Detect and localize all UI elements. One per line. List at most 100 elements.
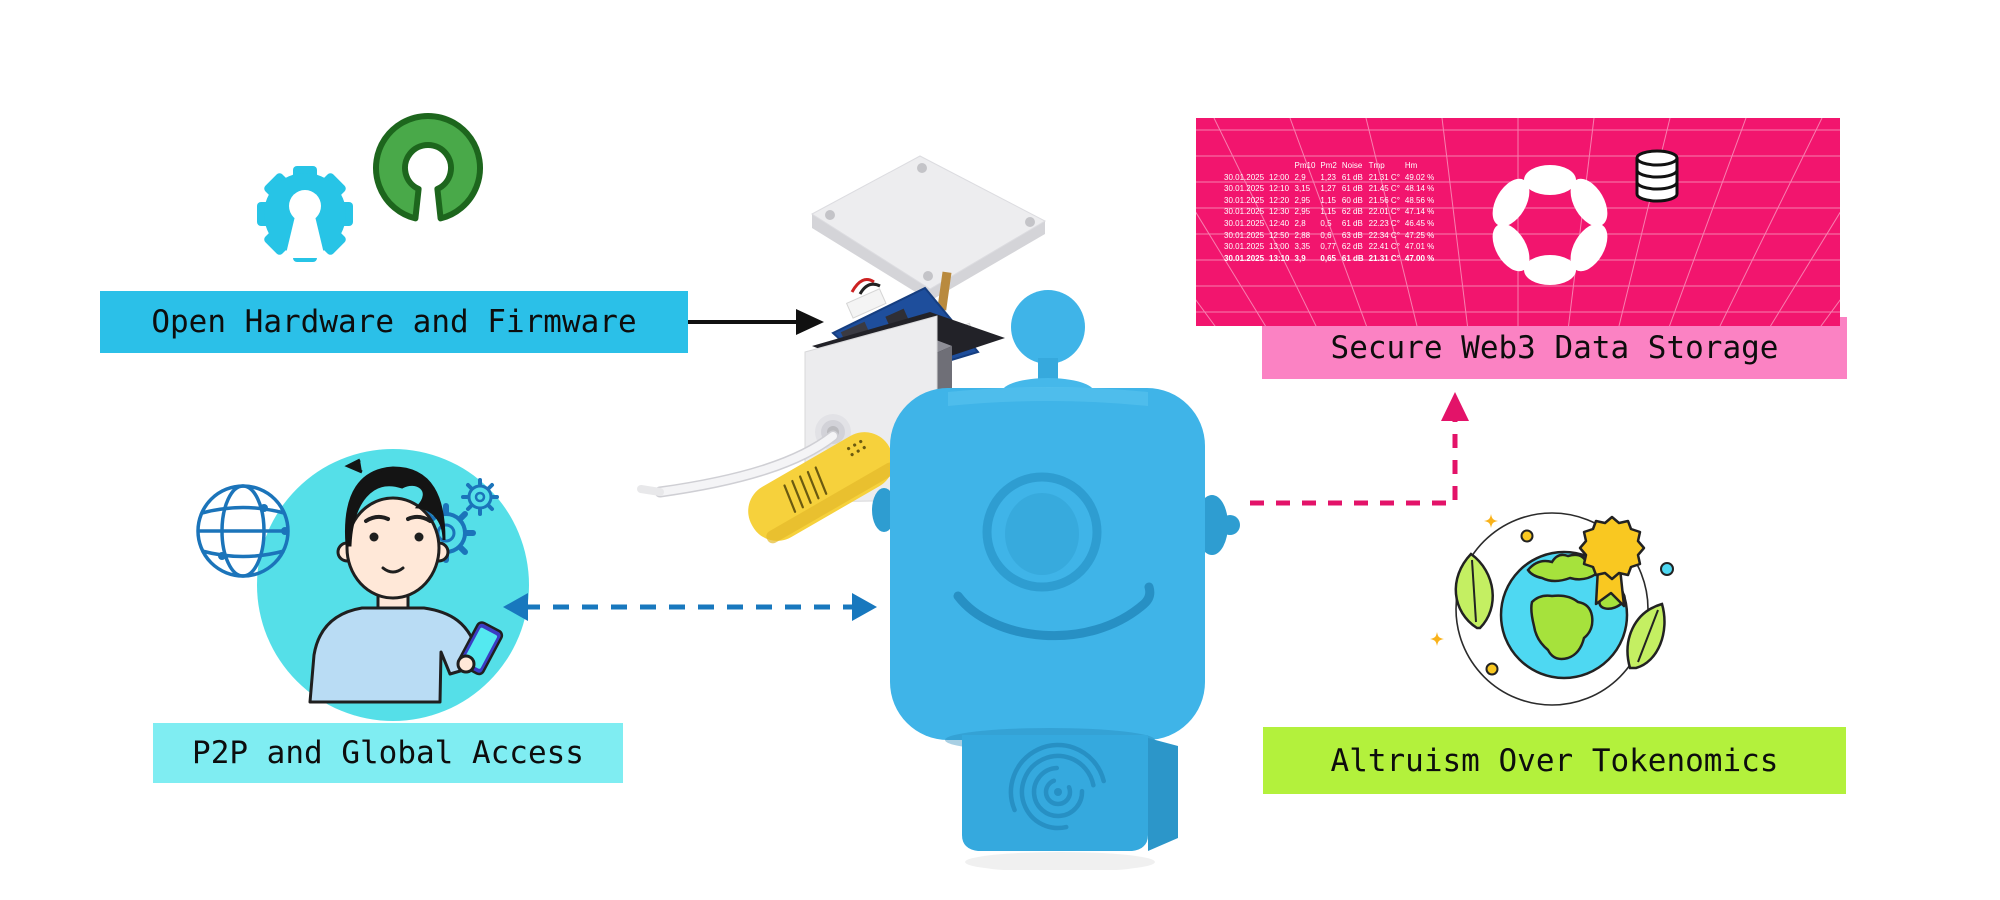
table-cell: 60 dB <box>1341 195 1363 205</box>
open-hardware-label-text: Open Hardware and Firmware <box>151 304 637 340</box>
p2p-access-label: P2P and Global Access <box>153 723 623 783</box>
table-cell: 47.25 % <box>1404 230 1435 240</box>
table-cell: 3,35 <box>1294 242 1311 252</box>
person-with-phone-illustration <box>196 449 529 721</box>
globe-icon <box>196 484 290 578</box>
enclosure-lid <box>811 155 1047 301</box>
table-cell: 13:10 <box>1269 253 1290 263</box>
altruism-label-text: Altruism Over Tokenomics <box>1330 742 1779 779</box>
table-cell: 47.00 % <box>1404 253 1435 263</box>
table-cell: 48.14 % <box>1404 184 1435 194</box>
table-cell: 30.01.2025 <box>1224 230 1265 240</box>
table-row: 30.01.2025 12:10 3,15 1,27 61 dB 21.45 C° 48.1… <box>1224 183 1439 195</box>
table-cell: 30.01.2025 <box>1224 184 1265 194</box>
table-cell: 46.45 % <box>1404 218 1435 228</box>
table-cell: 2,9 <box>1294 172 1306 182</box>
table-cell: 12:10 <box>1269 184 1290 194</box>
table-cell: 61 dB <box>1341 218 1363 228</box>
table-cell: 61 dB <box>1341 253 1364 263</box>
sensor-table-body: 30.01.2025 12:00 2,9 1,23 61 dB 21.31 C° 49.02… <box>1224 172 1439 265</box>
table-row: 30.01.2025 12:30 2,95 1,15 62 dB 22.01 C° 47.1… <box>1224 206 1439 218</box>
table-cell: 22.41 C° <box>1368 242 1400 252</box>
table-cell: 3,9 <box>1294 253 1306 263</box>
earth-illustration <box>1430 512 1674 706</box>
table-cell: 12:50 <box>1269 230 1290 240</box>
table-header-cell: Tmp <box>1368 161 1385 170</box>
cyan-dot <box>1660 562 1674 576</box>
table-header-cell <box>1224 160 1269 172</box>
sparkle-icon <box>1430 514 1498 646</box>
table-cell: 61 dB <box>1341 172 1363 182</box>
robot-speaker <box>1008 742 1108 842</box>
gear-icon <box>257 166 353 262</box>
table-cell: 47.14 % <box>1404 207 1435 217</box>
table-cell: 2,88 <box>1294 230 1311 240</box>
web3-storage-label-text: Secure Web3 Data Storage <box>1330 330 1779 366</box>
polkadot-logo-icon <box>1492 165 1608 285</box>
table-row: 30.01.2025 13:00 3,35 0,77 62 dB 22.41 C° 47.0… <box>1224 241 1439 253</box>
database-icon <box>1635 149 1679 203</box>
orbit-dot <box>1520 529 1534 543</box>
open-hardware-icons <box>257 113 483 262</box>
perspective-grid <box>1196 118 1840 326</box>
table-cell: 2,95 <box>1294 195 1311 205</box>
cable <box>637 430 839 498</box>
table-cell: 12:20 <box>1269 195 1290 205</box>
table-cell: 30.01.2025 <box>1224 218 1265 228</box>
table-cell: 30.01.2025 <box>1224 242 1265 252</box>
robot-head <box>890 388 1205 740</box>
table-cell: 30.01.2025 <box>1224 253 1265 263</box>
person-figure <box>308 458 504 704</box>
table-cell: 1,15 <box>1320 195 1336 205</box>
table-cell: 49.02 % <box>1404 172 1435 182</box>
table-cell: 62 dB <box>1341 242 1363 252</box>
table-row: 30.01.2025 12:50 2,88 0,6 63 dB 22.34 C° 47.25… <box>1224 230 1439 242</box>
table-cell: 61 dB <box>1341 184 1363 194</box>
table-cell: 22.23 C° <box>1368 218 1400 228</box>
table-cell: 1,27 <box>1320 184 1336 194</box>
table-cell: 1,23 <box>1320 172 1336 182</box>
table-header-cell: Noise <box>1341 161 1363 170</box>
table-cell: 63 dB <box>1341 230 1363 240</box>
table-cell: 0,5 <box>1320 218 1332 228</box>
table-cell: 2,8 <box>1294 218 1306 228</box>
robot-device <box>890 290 1240 870</box>
table-cell: 12:30 <box>1269 207 1290 217</box>
table-cell: 12:40 <box>1269 218 1290 228</box>
open-source-icon <box>373 113 483 222</box>
table-row: 30.01.2025 13:10 3,9 0,65 61 dB 21.31 C° 47.00… <box>1224 253 1439 265</box>
table-cell: 2,95 <box>1294 207 1311 217</box>
web3-storage-label: Secure Web3 Data Storage <box>1262 317 1847 379</box>
table-cell: 22.01 C° <box>1368 207 1400 217</box>
table-cell: 3,15 <box>1294 184 1311 194</box>
table-cell: 21.31 C° <box>1368 253 1400 263</box>
earth-globe <box>1499 550 1629 680</box>
table-header-cell: Pm2 <box>1320 161 1337 170</box>
table-row: 30.01.2025 12:40 2,8 0,5 61 dB 22.23 C° 46.45 … <box>1224 218 1439 230</box>
table-cell: 21.45 C° <box>1368 184 1400 194</box>
table-cell: 22.34 C° <box>1368 230 1400 240</box>
leaf-icon <box>1454 552 1666 670</box>
orbit-dot <box>1485 662 1499 676</box>
award-ribbon-icon <box>1578 515 1646 608</box>
open-hardware-label: Open Hardware and Firmware <box>100 291 688 353</box>
table-cell: 0,6 <box>1320 230 1332 240</box>
table-cell: 13:00 <box>1269 242 1290 252</box>
table-cell: 0,65 <box>1320 253 1336 263</box>
altruism-label: Altruism Over Tokenomics <box>1263 727 1846 794</box>
table-cell: 62 dB <box>1341 207 1363 217</box>
table-cell: 12:00 <box>1269 172 1290 182</box>
table-cell: 1,15 <box>1320 207 1336 217</box>
table-cell: 47.01 % <box>1404 242 1435 252</box>
table-cell: 30.01.2025 <box>1224 172 1265 182</box>
sensor-device-illustration <box>637 155 1240 870</box>
table-cell: 0,77 <box>1320 242 1336 252</box>
robot-eye <box>982 472 1102 592</box>
table-cell: 30.01.2025 <box>1224 207 1265 217</box>
